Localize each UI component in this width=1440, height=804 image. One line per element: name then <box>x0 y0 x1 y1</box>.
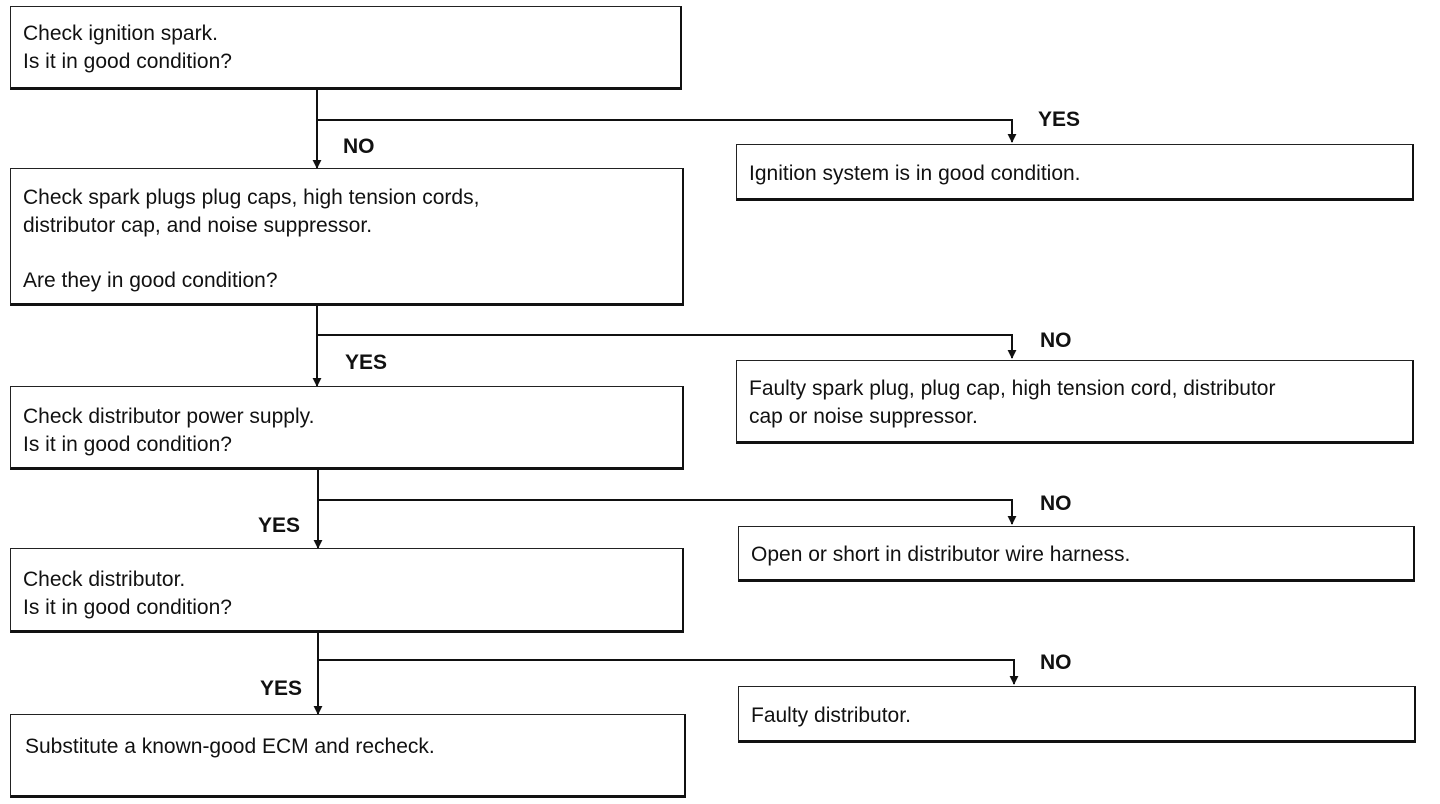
step-text-line: Substitute a known-good ECM and recheck. <box>25 735 435 758</box>
step-text-line: Is it in good condition? <box>23 596 232 619</box>
branch-label-step4-yes: YES <box>260 677 303 700</box>
connector-step3-to-outcome3 <box>318 499 1017 525</box>
step-check-distributor: Check distributor. Is it in good conditi… <box>10 548 684 633</box>
branch-label-step1-no: NO <box>343 135 375 158</box>
branch-label-step4-no: NO <box>1040 651 1072 674</box>
step-text-line: Check spark plugs plug caps, high tensio… <box>23 186 480 209</box>
branch-label-step1-yes: YES <box>1038 108 1081 131</box>
step-text-line: distributor cap, and noise suppressor. <box>23 214 373 237</box>
outcome-open-or-short-harness: Open or short in distributor wire harnes… <box>738 526 1415 582</box>
outcome-text-line: Open or short in distributor wire harnes… <box>751 543 1131 566</box>
outcome-text-line: Ignition system is in good condition. <box>749 162 1081 185</box>
step-text-line: Check distributor power supply. <box>23 405 315 428</box>
step-text-line: Check ignition spark. <box>23 22 218 45</box>
connector-step2-to-outcome2 <box>317 334 1017 359</box>
branch-label-step3-no: NO <box>1040 492 1072 515</box>
outcome-faulty-distributor: Faulty distributor. <box>738 686 1416 743</box>
branch-label-step3-yes: YES <box>258 514 301 537</box>
step-substitute-ecm: Substitute a known-good ECM and recheck. <box>10 714 686 798</box>
outcome-text-line: Faulty distributor. <box>751 704 911 727</box>
outcome-text-line: Faulty spark plug, plug cap, high tensio… <box>749 377 1276 400</box>
outcome-ignition-system-good: Ignition system is in good condition. <box>736 144 1414 201</box>
branch-label-step2-no: NO <box>1040 329 1072 352</box>
step-text-line: Is it in good condition? <box>23 433 232 456</box>
outcome-faulty-spark-plug: Faulty spark plug, plug cap, high tensio… <box>736 360 1414 444</box>
step-question: Are they in good condition? <box>23 269 278 292</box>
step-check-spark-plugs: Check spark plugs plug caps, high tensio… <box>10 168 684 306</box>
branch-label-step2-yes: YES <box>345 351 388 374</box>
connector-step1-to-outcome1 <box>317 119 1017 143</box>
step-check-ignition-spark: Check ignition spark. Is it in good cond… <box>10 6 682 90</box>
connector-step4-to-outcome4 <box>318 659 1019 685</box>
outcome-text-line: cap or noise suppressor. <box>749 405 978 428</box>
step-check-distributor-power-supply: Check distributor power supply. Is it in… <box>10 386 684 470</box>
step-text-line: Check distributor. <box>23 568 186 591</box>
step-text-line: Is it in good condition? <box>23 50 232 73</box>
